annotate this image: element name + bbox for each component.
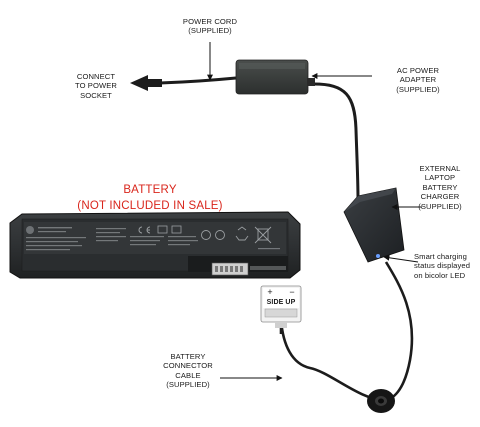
cert-icon: [171, 225, 182, 234]
connector-plus-sign: +: [267, 287, 273, 297]
connector-minus-sign: −: [289, 287, 295, 297]
ac-power-adapter: [235, 59, 315, 95]
ul-mark-icon: [201, 230, 211, 240]
ul-mark-icon: [215, 230, 225, 240]
battery-title: BATTERY: [123, 184, 177, 196]
connect-socket-label: CONNECT TO POWER SOCKET: [74, 72, 117, 100]
recycle-icon: [235, 226, 249, 241]
battery-note: (NOT INCLUDED IN SALE): [77, 200, 223, 212]
hp-logo-icon: [26, 226, 34, 234]
charger-output-cable: [279, 261, 414, 402]
ferrite-bead: [367, 389, 395, 413]
cert-icon: [157, 225, 168, 234]
connect-arrow-icon: [130, 75, 148, 91]
external-charger: [343, 187, 405, 263]
side-up-label: SIDE UP: [266, 299, 296, 306]
crossed-bin-icon: [254, 226, 272, 244]
laptop-battery: [9, 211, 301, 279]
ce-mark-icon: [138, 226, 151, 234]
power-cord-cable: [159, 76, 237, 85]
led-pointer: [383, 254, 419, 263]
led-indicator-icon: [376, 254, 380, 258]
plug-body: [146, 79, 162, 87]
led-status-label: Smart charging status displayed on bicol…: [414, 252, 471, 280]
battery-connector-plug: [260, 285, 302, 334]
power-cord-label: POWER CORD (SUPPLIED): [182, 17, 238, 36]
external-charger-label: EXTERNAL LAPTOP BATTERY CHARGER (SUPPLIE…: [418, 164, 462, 211]
dc-cable: [313, 82, 360, 201]
connector-cable-label: BATTERY CONNECTOR CABLE (SUPPLIED): [163, 352, 213, 390]
ac-adapter-label: AC POWER ADAPTER (SUPPLIED): [396, 66, 440, 94]
